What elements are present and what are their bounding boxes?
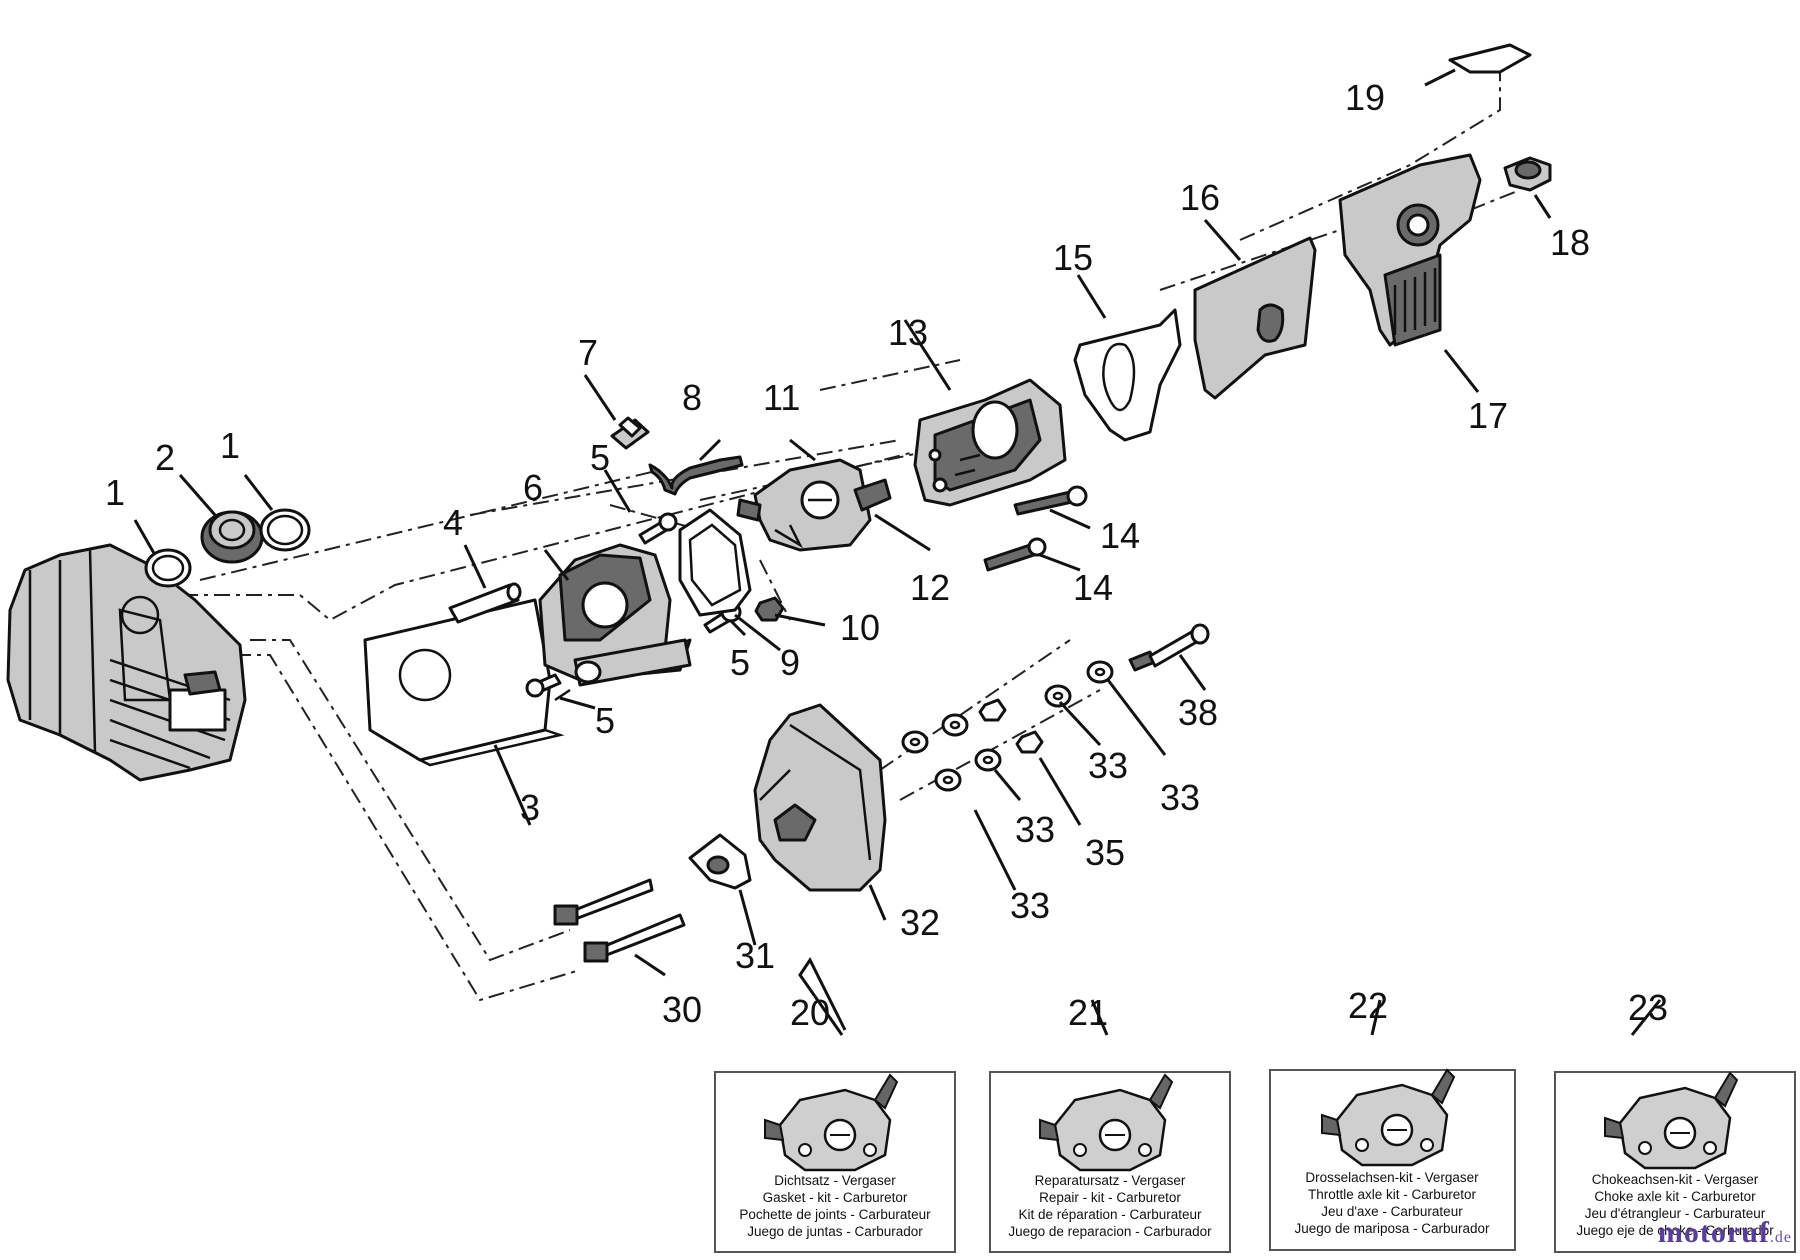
callout-1a: 1 [105, 472, 125, 513]
callout-11: 11 [763, 377, 800, 418]
intake-boot-2 [200, 510, 264, 564]
callout-8: 8 [682, 377, 702, 418]
callout-22: 22 [1348, 985, 1388, 1026]
callout-23: 23 [1628, 987, 1668, 1028]
kit-22-line-1: Drosselachsen-kit - Vergaser [1305, 1170, 1479, 1185]
gasket-9 [678, 508, 752, 617]
assembly-lines [150, 70, 1521, 1002]
callout-18: 18 [1550, 222, 1590, 263]
kit-box-21: Reparatursatz - Vergaser Repair - kit - … [989, 1071, 1231, 1253]
kit-23-line-3: Jeu d'étrangleur - Carburateur [1585, 1206, 1766, 1221]
ring-1b [259, 508, 311, 552]
bolt-30b [583, 913, 686, 963]
callout-15: 15 [1053, 237, 1093, 278]
screw-5a [638, 512, 678, 545]
ring-1a [144, 548, 192, 588]
washer-33b [941, 713, 969, 737]
washer-33a [901, 730, 929, 754]
callout-16: 16 [1180, 177, 1220, 218]
callout-4: 4 [443, 502, 463, 543]
muffler-gasket-31 [688, 833, 752, 890]
heat-shield-3 [363, 598, 565, 767]
kit-21-line-2: Repair - kit - Carburetor [1039, 1190, 1181, 1205]
washer-33c [1044, 684, 1072, 708]
filter-plate-15 [1073, 308, 1182, 442]
watermark-logo: motoruf.de [1658, 1216, 1792, 1250]
kit-23-line-1: Chokeachsen-kit - Vergaser [1592, 1172, 1759, 1187]
callout-38: 38 [1178, 692, 1218, 733]
pin-4 [448, 582, 522, 624]
callout-1b: 1 [220, 425, 240, 466]
callout-30: 30 [662, 989, 702, 1030]
screw-5c [525, 673, 571, 702]
kit-21-line-1: Reparatursatz - Vergaser [1035, 1173, 1186, 1188]
callout-33b: 33 [1015, 809, 1055, 850]
washer-33e [934, 768, 962, 792]
stud-38 [1128, 623, 1210, 672]
screw-14b [983, 537, 1047, 572]
engine-block [6, 543, 247, 782]
callout-19: 19 [1345, 77, 1385, 118]
kit-22-line-4: Juego de mariposa - Carburador [1294, 1221, 1490, 1236]
callout-12: 12 [910, 567, 950, 608]
callout-10: 10 [840, 607, 880, 648]
washer-33d [1086, 660, 1114, 684]
kit-23-line-2: Choke axle kit - Carburetor [1594, 1189, 1756, 1204]
top-cover-17 [1338, 153, 1482, 347]
muffler-32 [753, 703, 887, 892]
kit-22-line-2: Throttle axle kit - Carburetor [1308, 1187, 1477, 1202]
nut-35b [1015, 730, 1044, 754]
kit-20-line-4: Juego de juntas - Carburador [747, 1224, 923, 1239]
callout-13: 13 [888, 312, 928, 353]
kit-box-22: Drosselachsen-kit - Vergaser Throttle ax… [1269, 1068, 1516, 1251]
callout-7: 7 [578, 332, 598, 373]
filter-base-13 [913, 378, 1067, 507]
kit-20-line-2: Gasket - kit - Carburetor [763, 1190, 908, 1205]
filter-16 [1193, 236, 1317, 400]
kit-22-line-3: Jeu d'axe - Carburateur [1321, 1204, 1463, 1219]
kit-21-line-3: Kit de réparation - Carburateur [1018, 1207, 1202, 1222]
callout-32: 32 [900, 902, 940, 943]
kit-23-line-4: Juego eje de choke - Carburador [1576, 1223, 1774, 1238]
kit-box-23: Chokeachsen-kit - Vergaser Choke axle ki… [1554, 1071, 1796, 1253]
callout-6: 6 [523, 467, 543, 508]
callout-35: 35 [1085, 832, 1125, 873]
washer-33f [974, 748, 1002, 772]
leader-lines [133, 68, 1662, 1036]
manifold-6 [538, 543, 692, 687]
bolt-30a [553, 878, 654, 926]
pad-19 [1448, 43, 1532, 74]
carburetor-11 [736, 458, 892, 552]
callout-20: 20 [790, 992, 830, 1033]
screw-14a [1013, 485, 1088, 516]
callout-33c: 33 [1088, 745, 1128, 786]
callout-5b: 5 [595, 700, 615, 741]
callout-2: 2 [155, 437, 175, 478]
kit-20-line-1: Dichtsatz - Vergaser [774, 1173, 896, 1188]
callout-33a: 33 [1010, 885, 1050, 926]
nut-35a [978, 698, 1007, 722]
callout-5c: 5 [730, 642, 750, 683]
callout-21: 21 [1068, 992, 1108, 1033]
kit-box-20: Dichtsatz - Vergaser Gasket - kit - Carb… [714, 1071, 956, 1253]
callout-14b: 14 [1073, 567, 1113, 608]
callout-numbers: 1 2 1 3 4 6 7 5 8 5 5 9 11 10 12 13 14 1… [105, 77, 1668, 1033]
callout-9: 9 [780, 642, 800, 683]
watermark-suffix: .de [1769, 1229, 1792, 1246]
callout-31: 31 [735, 935, 775, 976]
kit-20-line-3: Pochette de joints - Carburateur [739, 1207, 931, 1222]
callout-3: 3 [520, 787, 540, 828]
watermark-brand: motoruf [1657, 1216, 1770, 1249]
knob-18 [1503, 156, 1552, 192]
callout-17: 17 [1468, 395, 1508, 436]
callout-14a: 14 [1100, 515, 1140, 556]
callout-33d: 33 [1160, 777, 1200, 818]
fitting-7 [610, 416, 650, 450]
fuel-hose-8 [648, 455, 744, 496]
callout-5a: 5 [590, 437, 610, 478]
kit-21-line-4: Juego de reparacion - Carburador [1008, 1224, 1212, 1239]
